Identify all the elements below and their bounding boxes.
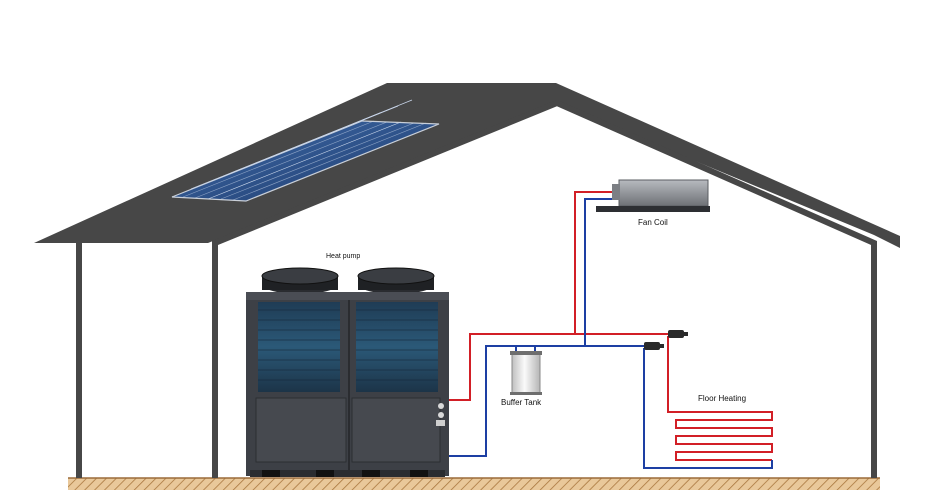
return-pipes bbox=[449, 198, 773, 469]
inner-house-outline bbox=[212, 99, 877, 478]
valve-icon bbox=[644, 330, 688, 350]
buffer-tank-icon bbox=[510, 351, 542, 395]
buffer-tank-label: Buffer Tank bbox=[501, 398, 542, 407]
outer-wall-left bbox=[76, 242, 82, 478]
floor-heating-label: Floor Heating bbox=[698, 394, 747, 403]
heat-pump-label: Heat pump bbox=[326, 253, 361, 260]
heat-pump-icon bbox=[246, 267, 449, 477]
fan-coil-icon bbox=[596, 179, 710, 212]
solar-panel-icon bbox=[171, 99, 440, 202]
fan-coil-label: Fan Coil bbox=[638, 218, 668, 227]
ground bbox=[68, 478, 880, 490]
supply-pipes bbox=[449, 191, 773, 461]
roof bbox=[34, 83, 900, 248]
